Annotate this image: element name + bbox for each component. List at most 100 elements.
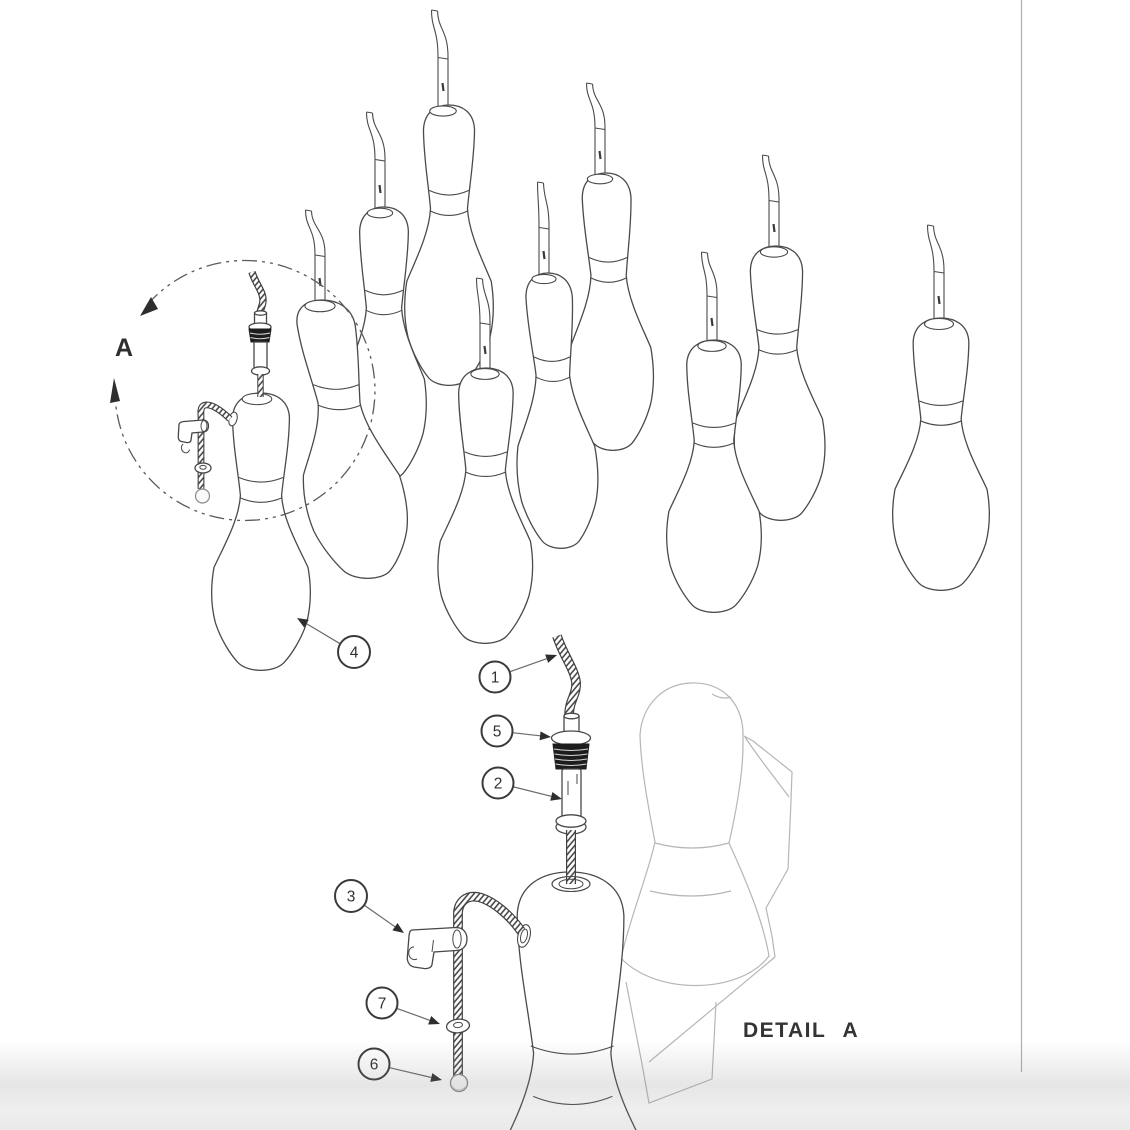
pin-neck-band bbox=[758, 349, 798, 355]
callout-circle bbox=[337, 635, 371, 669]
pin-neck-band bbox=[239, 497, 283, 503]
string-joint-mark bbox=[710, 317, 714, 327]
string-joint-mark bbox=[378, 184, 382, 194]
sleeve-tube bbox=[561, 768, 582, 821]
pin-top-hole bbox=[429, 105, 457, 117]
string-bracket bbox=[406, 926, 468, 970]
leader-arrowhead-icon bbox=[297, 618, 309, 628]
bowling-pins-group bbox=[211, 9, 990, 671]
string-rope-texture bbox=[553, 634, 580, 717]
flange-top bbox=[555, 814, 587, 828]
leader-arrowhead-icon bbox=[550, 791, 562, 801]
pin-neck-band bbox=[920, 420, 962, 426]
detail-caption: DETAIL A bbox=[743, 1019, 859, 1042]
pin-neck-band bbox=[238, 476, 284, 483]
string-joint-mark bbox=[542, 250, 546, 260]
string-joint-mark bbox=[598, 150, 602, 160]
leader-line bbox=[509, 658, 547, 673]
pin-neck-band bbox=[692, 422, 736, 428]
detail-circle-arc bbox=[114, 259, 376, 522]
pin-neck-band bbox=[590, 277, 627, 283]
pin-neck-band bbox=[535, 376, 571, 383]
detail-area-label: A bbox=[115, 334, 133, 362]
pin-outline bbox=[892, 317, 990, 591]
pin-neck-band bbox=[919, 400, 963, 406]
pin-string bbox=[536, 181, 540, 276]
callout-number: 4 bbox=[350, 645, 359, 662]
string-ball-end bbox=[194, 488, 211, 504]
callout-circle bbox=[478, 660, 512, 694]
side-string-assembly-mini bbox=[177, 401, 238, 504]
ghost-head-mark bbox=[711, 693, 732, 699]
leader-arrowhead-icon bbox=[539, 731, 551, 741]
pin-outline bbox=[516, 272, 599, 549]
ghost-flap-curl bbox=[744, 736, 790, 798]
ghost-flap-edge bbox=[743, 735, 793, 958]
pin-top-hole bbox=[531, 273, 557, 285]
callout-2: 2 bbox=[481, 766, 562, 801]
pin-top-hole bbox=[470, 368, 500, 380]
callout-circle bbox=[480, 714, 514, 748]
pin-neck-band bbox=[364, 289, 404, 296]
pin-outline bbox=[211, 392, 311, 671]
bracket-end bbox=[452, 929, 462, 949]
cap-rim bbox=[550, 730, 592, 746]
bowling-pin bbox=[516, 181, 599, 549]
callout-number: 7 bbox=[378, 996, 387, 1013]
pin-top-hole bbox=[241, 392, 273, 406]
leader-arrowhead-icon bbox=[545, 654, 557, 663]
center-string-assembly bbox=[550, 634, 592, 893]
flange bbox=[250, 366, 271, 376]
pin-top-hole bbox=[586, 173, 614, 185]
bracket-end bbox=[200, 420, 208, 432]
bowling-pin bbox=[666, 251, 762, 613]
ghost-neck-band bbox=[654, 842, 730, 849]
bracket-hook bbox=[408, 946, 418, 961]
side-string-rope-texture bbox=[454, 892, 525, 1078]
bowling-pin bbox=[733, 154, 826, 521]
bowling-pin bbox=[437, 277, 534, 644]
pin-string bbox=[926, 224, 935, 321]
pin-string bbox=[761, 154, 770, 249]
pin-string bbox=[700, 251, 708, 343]
callout-1: 1 bbox=[478, 654, 557, 694]
callout-number: 2 bbox=[494, 776, 503, 793]
callouts-layer: 1524376 bbox=[297, 618, 562, 1082]
leader-line bbox=[512, 732, 541, 737]
bracket-hook bbox=[180, 443, 190, 454]
callout-circle bbox=[365, 986, 399, 1020]
callout-circle bbox=[334, 879, 368, 913]
pin-outline bbox=[296, 299, 409, 579]
center-string-assembly-mini bbox=[248, 270, 272, 397]
callout-7: 7 bbox=[365, 986, 440, 1025]
pin-top-hole bbox=[759, 246, 789, 258]
pin-neck-band bbox=[313, 384, 359, 390]
callout-3: 3 bbox=[334, 879, 404, 933]
leader-line bbox=[512, 786, 552, 797]
pin-string bbox=[365, 111, 376, 210]
detail-boundary-circle: A bbox=[110, 259, 376, 522]
pin-top-hole bbox=[923, 317, 955, 331]
bowling-pin bbox=[211, 392, 311, 671]
pin-neck-band bbox=[465, 471, 507, 478]
pin-neck-band bbox=[588, 256, 628, 263]
pin-top-hole bbox=[697, 340, 727, 352]
pin-top-hole bbox=[366, 207, 394, 219]
pin-neck-band bbox=[757, 329, 798, 335]
bowling-pin bbox=[404, 9, 494, 386]
guide-post-top bbox=[253, 310, 268, 316]
string-joint-mark bbox=[441, 82, 445, 92]
knurled-cap bbox=[248, 328, 272, 343]
pin-outline bbox=[568, 172, 655, 451]
pin-neck-band bbox=[317, 404, 362, 411]
pin-neck-band bbox=[533, 356, 571, 362]
pin-neck-band bbox=[365, 309, 403, 316]
bowling-pin bbox=[296, 209, 409, 579]
bowling-pin bbox=[892, 224, 990, 591]
callout-number: 3 bbox=[347, 889, 356, 906]
leader-line bbox=[363, 904, 396, 928]
callout-4: 4 bbox=[297, 618, 371, 669]
ghost-neck-band bbox=[649, 890, 732, 897]
string-joint-mark bbox=[937, 295, 941, 305]
